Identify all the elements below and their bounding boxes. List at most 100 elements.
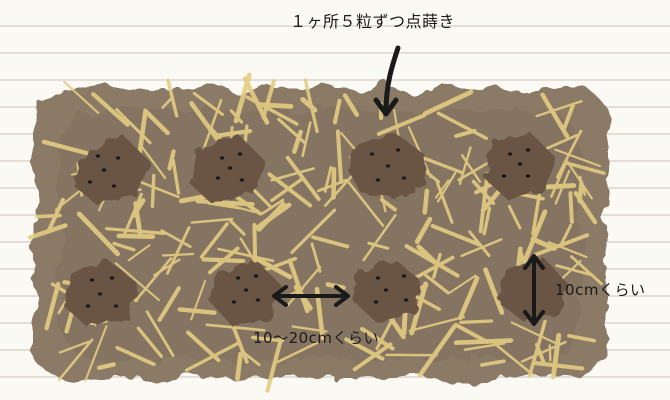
straw-strand bbox=[252, 223, 258, 260]
straw-strand bbox=[300, 96, 318, 113]
straw-strand bbox=[91, 92, 130, 127]
straw-strand bbox=[301, 121, 312, 158]
straw-strand bbox=[207, 246, 240, 275]
straw-strand bbox=[483, 267, 505, 315]
seed bbox=[95, 154, 101, 158]
straw-strand bbox=[254, 202, 292, 231]
seed bbox=[395, 148, 401, 152]
straw-strand bbox=[134, 256, 173, 303]
planting-hole bbox=[210, 260, 282, 326]
hole-spacing-arrow bbox=[272, 285, 350, 307]
seed bbox=[401, 274, 407, 278]
straw-strand bbox=[291, 129, 303, 154]
straw-strand bbox=[409, 281, 429, 336]
straw-strand bbox=[253, 256, 293, 280]
seed bbox=[115, 156, 121, 160]
seed bbox=[375, 276, 381, 280]
straw-strand bbox=[434, 179, 450, 199]
straw-strand bbox=[291, 325, 328, 333]
straw-strand bbox=[63, 80, 100, 114]
straw-strand bbox=[57, 338, 94, 381]
straw-strand bbox=[554, 169, 571, 205]
straw-strand bbox=[347, 181, 385, 227]
seed bbox=[239, 178, 245, 182]
straw-strand bbox=[41, 139, 93, 157]
seed bbox=[369, 152, 375, 156]
straw-strand bbox=[311, 235, 350, 249]
straw-strand bbox=[141, 146, 167, 180]
seed bbox=[231, 300, 237, 304]
seed bbox=[401, 176, 407, 180]
straw-strand bbox=[58, 340, 90, 354]
seed bbox=[255, 298, 261, 302]
seed bbox=[403, 298, 409, 302]
straw-strand bbox=[530, 236, 557, 251]
straw-strand bbox=[27, 223, 68, 240]
straw-strand bbox=[577, 181, 584, 204]
seed bbox=[111, 184, 117, 188]
straw-strand bbox=[533, 233, 590, 257]
seed bbox=[235, 276, 241, 280]
straw-strand bbox=[145, 310, 175, 358]
straw-strand bbox=[435, 181, 454, 224]
straw-strand bbox=[352, 342, 393, 372]
straw-strand bbox=[104, 227, 167, 235]
straw-strand bbox=[235, 351, 243, 382]
straw-strand bbox=[420, 155, 464, 175]
straw-strand bbox=[116, 233, 156, 239]
straw-strand bbox=[555, 264, 593, 277]
seed bbox=[85, 304, 91, 308]
straw-strand bbox=[127, 244, 151, 262]
straw-strand bbox=[167, 149, 176, 171]
straw-strand bbox=[265, 336, 284, 393]
straw-strand bbox=[453, 322, 489, 344]
seed bbox=[97, 292, 103, 296]
straw-strand bbox=[190, 279, 207, 321]
straw-strand bbox=[471, 179, 496, 206]
seed bbox=[525, 148, 531, 152]
straw-strand bbox=[323, 165, 333, 193]
straw-strand bbox=[192, 91, 224, 116]
row-spacing-label: 10cmくらい bbox=[555, 281, 646, 299]
seed bbox=[237, 152, 243, 156]
straw-strand bbox=[335, 129, 344, 184]
seed bbox=[383, 288, 389, 292]
straw-strand bbox=[448, 274, 477, 295]
straw-strand bbox=[559, 223, 573, 247]
seed bbox=[113, 304, 119, 308]
straw-strand bbox=[566, 160, 593, 200]
straw-strand bbox=[161, 252, 195, 257]
row-spacing-arrow bbox=[523, 254, 545, 326]
straw-strand bbox=[242, 351, 261, 367]
straw-strand bbox=[414, 216, 433, 245]
straw-strand bbox=[548, 344, 552, 362]
straw-strand bbox=[550, 160, 568, 198]
seed bbox=[219, 156, 225, 160]
straw-strand bbox=[459, 319, 494, 325]
straw-strand bbox=[310, 242, 322, 273]
straw-strand bbox=[228, 218, 246, 236]
straw-strand bbox=[217, 247, 275, 263]
straw-strand bbox=[430, 224, 482, 247]
straw-strand bbox=[54, 189, 81, 211]
straw-strand bbox=[84, 325, 108, 382]
straw-strand bbox=[535, 99, 583, 118]
straw-strand bbox=[157, 286, 181, 322]
soil-bed-shadow bbox=[60, 110, 580, 360]
straw-strand bbox=[494, 343, 535, 377]
straw-strand bbox=[136, 110, 148, 160]
straw-strand bbox=[285, 155, 321, 202]
straw-strand bbox=[171, 158, 181, 195]
straw-strand bbox=[460, 238, 503, 258]
straw-strand bbox=[457, 275, 480, 321]
seed bbox=[87, 180, 93, 184]
straw-strand bbox=[276, 341, 319, 364]
straw-strand bbox=[242, 76, 270, 125]
straw-strand bbox=[422, 89, 474, 116]
straw-strand bbox=[231, 325, 249, 364]
seed bbox=[101, 168, 107, 172]
straw-strand bbox=[287, 258, 310, 314]
seed bbox=[375, 178, 381, 182]
planting-hole bbox=[190, 134, 266, 204]
